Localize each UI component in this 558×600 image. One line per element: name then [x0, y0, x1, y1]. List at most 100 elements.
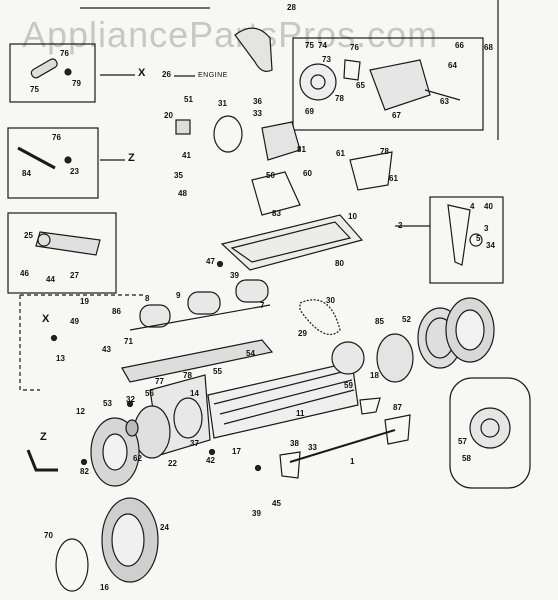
- callout-36: 36: [253, 97, 262, 106]
- group-marker-z-top: Z: [128, 152, 135, 164]
- callout-49: 49: [70, 317, 79, 326]
- bracket-65: [343, 59, 361, 81]
- callout-12: 12: [76, 407, 85, 416]
- callout-29: 29: [298, 329, 307, 338]
- callout-42: 42: [206, 456, 215, 465]
- callout-33-axle: 33: [308, 443, 317, 452]
- clip-87: [359, 397, 381, 415]
- wheel-hub-85: [376, 333, 414, 383]
- group-marker-x-mid: X: [42, 313, 50, 325]
- group-box-bracket: [429, 196, 504, 284]
- callout-64: 64: [448, 61, 457, 70]
- callout-25: 25: [24, 231, 33, 240]
- arm-4: [447, 204, 471, 266]
- callout-3: 3: [484, 224, 489, 233]
- engine-number: 26: [162, 70, 171, 79]
- callout-66: 66: [455, 41, 464, 50]
- group-box-x-top: [9, 43, 96, 103]
- deck-plate-inner: [230, 221, 352, 263]
- callout-2: 2: [398, 221, 403, 230]
- pinion-53: [125, 419, 139, 437]
- callout-85: 85: [375, 317, 384, 326]
- callout-83: 83: [272, 209, 281, 218]
- group-marker-x-top: X: [138, 67, 146, 79]
- gear-housing-59: [331, 341, 365, 375]
- callout-55: 55: [213, 367, 222, 376]
- guard-61: [349, 151, 393, 191]
- hubcap-70: [55, 538, 89, 592]
- callout-69: 69: [305, 107, 314, 116]
- callout-76: 76: [350, 43, 359, 52]
- fastener-83: [80, 458, 88, 466]
- frame-67: [369, 59, 431, 111]
- callout-61: 61: [336, 149, 345, 158]
- callout-45: 45: [272, 499, 281, 508]
- roller-8b: [187, 291, 221, 315]
- rod-84: [17, 146, 56, 170]
- rod-63: [424, 89, 461, 101]
- callout-60: 60: [303, 169, 312, 178]
- callout-79: 79: [72, 79, 81, 88]
- callout-48: 48: [178, 189, 187, 198]
- reel-11: [207, 361, 359, 439]
- callout-37: 37: [190, 439, 199, 448]
- callout-58: 58: [462, 454, 471, 463]
- callout-78-guard: 78: [380, 147, 389, 156]
- callout-8: 8: [145, 294, 150, 303]
- callout-59: 59: [344, 381, 353, 390]
- callout-19: 19: [80, 297, 89, 306]
- crank-z: [26, 449, 58, 472]
- detail-hub-inner: [480, 418, 500, 438]
- bushing-25: [37, 233, 51, 247]
- bracket-87b: [384, 414, 411, 445]
- group-box-pivot: [7, 212, 117, 294]
- callout-65: 65: [356, 81, 365, 90]
- callout-68: 68: [484, 43, 493, 52]
- nut-23: [64, 156, 72, 164]
- fastener-32: [126, 400, 134, 408]
- callout-16: 16: [100, 583, 109, 592]
- callout-75: 75: [305, 41, 314, 50]
- callout-9: 9: [176, 291, 181, 300]
- belt-31: [213, 115, 243, 153]
- callout-23: 23: [70, 167, 79, 176]
- group-box-detail: [449, 377, 531, 489]
- callout-17: 17: [232, 447, 241, 456]
- fastener-45: [254, 464, 262, 472]
- callout-86: 86: [112, 307, 121, 316]
- callout-75-xbox: 75: [30, 85, 39, 94]
- callout-35: 35: [174, 171, 183, 180]
- fastener-47: [216, 260, 224, 268]
- callout-18: 18: [370, 371, 379, 380]
- callout-43: 43: [102, 345, 111, 354]
- callout-73: 73: [322, 55, 331, 64]
- engine-block-81: [261, 121, 301, 161]
- callout-1: 1: [350, 457, 355, 466]
- fastener-42: [208, 448, 216, 456]
- bracket-82: [279, 451, 301, 479]
- callout-50: 50: [266, 171, 275, 180]
- callout-13: 13: [56, 354, 65, 363]
- part-20: [175, 119, 191, 135]
- callout-62: 62: [133, 454, 142, 463]
- callout-34: 34: [486, 241, 495, 250]
- callout-30: 30: [326, 296, 335, 305]
- callout-81: 81: [297, 145, 306, 154]
- group-box-z-top: [7, 127, 99, 199]
- callout-39: 39: [230, 271, 239, 280]
- callout-47: 47: [206, 257, 215, 266]
- group-box-drive: [292, 37, 484, 131]
- callout-51: 51: [184, 95, 193, 104]
- callout-31: 31: [218, 99, 227, 108]
- callout-78-side: 78: [183, 371, 192, 380]
- callout-76-xbox: 76: [60, 49, 69, 58]
- callout-53: 53: [103, 399, 112, 408]
- callout-74: 74: [318, 41, 327, 50]
- callout-33: 33: [253, 109, 262, 118]
- callout-41: 41: [182, 151, 191, 160]
- callout-70: 70: [44, 531, 53, 540]
- fastener-13: [50, 334, 58, 342]
- callout-78-drive: 78: [335, 94, 344, 103]
- callout-54: 54: [246, 349, 255, 358]
- roller-shaft-7: [129, 304, 271, 331]
